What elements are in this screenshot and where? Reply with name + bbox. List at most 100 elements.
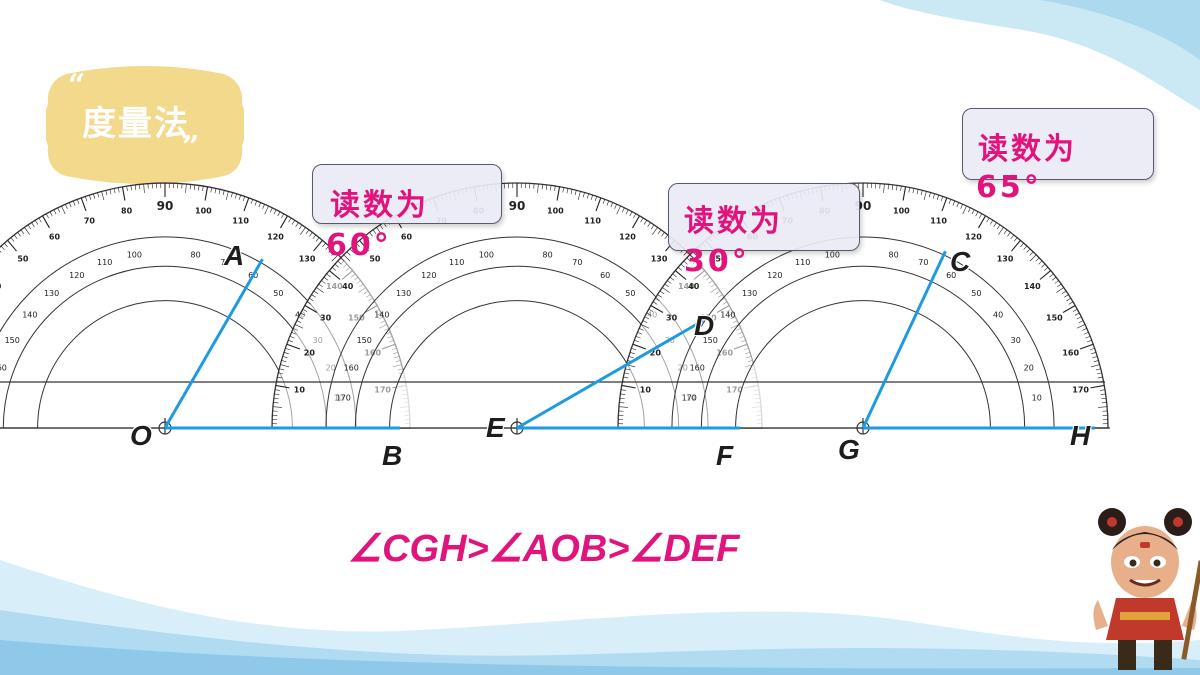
- protractor-tick: [285, 347, 291, 351]
- protractor-tick: [45, 213, 49, 219]
- protractor-scale-label: 140: [22, 311, 37, 320]
- protractor-tick: [640, 217, 644, 223]
- protractor-tick: [902, 186, 907, 201]
- protractor-tick: [1066, 297, 1071, 302]
- protractor-tick: [65, 204, 68, 209]
- protractor-tick: [550, 185, 552, 191]
- protractor-scale-label: 70: [220, 258, 230, 267]
- protractor-scale-label: 120: [965, 233, 982, 242]
- protractor-scale-label: 120: [767, 271, 782, 280]
- protractor-tick: [662, 287, 670, 293]
- protractor-scale-label: 110: [930, 216, 947, 225]
- protractor-scale-label: 30: [666, 314, 678, 323]
- protractor-tick: [328, 270, 341, 280]
- point-o-label: O: [130, 420, 152, 451]
- protractor-tick: [313, 239, 323, 252]
- protractor-tick: [89, 194, 92, 200]
- protractor-tick: [331, 267, 337, 271]
- protractor-tick: [1101, 397, 1107, 400]
- protractor-scale-label: 130: [44, 289, 59, 298]
- protractor-tick: [185, 183, 187, 193]
- protractor-scale-label: 80: [191, 250, 201, 259]
- protractor-tick: [644, 316, 650, 320]
- protractor-tick: [1076, 324, 1086, 329]
- protractor-tick: [1089, 347, 1095, 351]
- protractor-scale-label: 100: [479, 250, 494, 259]
- protractor-tick: [318, 283, 324, 288]
- protractor-tick: [650, 305, 664, 313]
- protractor-tick: [27, 224, 32, 230]
- protractor-tick: [680, 263, 685, 268]
- protractor-tick: [298, 224, 303, 230]
- protractor-tick: [1041, 263, 1046, 268]
- protractor-tick: [84, 196, 88, 202]
- protractor-tick: [274, 393, 280, 395]
- protractor-tick: [1099, 389, 1106, 391]
- protractor-tick: [189, 184, 191, 190]
- protractor-tick: [900, 185, 902, 192]
- protractor-tick: [664, 234, 669, 240]
- protractor-tick: [282, 356, 288, 359]
- protractor-tick: [633, 213, 637, 219]
- protractor-tick: [262, 204, 265, 209]
- protractor-tick: [639, 328, 644, 331]
- protractor-tick: [105, 190, 108, 196]
- protractor-scale-label: 120: [69, 271, 84, 280]
- protractor-tick: [1086, 339, 1092, 343]
- protractor-tick: [225, 191, 229, 201]
- protractor-tick: [594, 196, 598, 202]
- protractor-scale-label: 150: [1046, 314, 1063, 323]
- protractor-tick: [595, 197, 602, 212]
- protractor-scale-label: 50: [971, 289, 981, 298]
- protractor-scale-label: 20: [1024, 364, 1034, 373]
- ray-ed: [516, 319, 704, 430]
- protractor-scale-label: 160: [344, 364, 359, 373]
- callout-cgh-value: 65°: [976, 170, 1042, 205]
- protractor-tick: [1098, 406, 1108, 408]
- protractor-tick: [273, 209, 277, 215]
- protractor-tick: [912, 188, 915, 194]
- protractor-tick: [322, 242, 326, 248]
- protractor-tick: [273, 397, 279, 400]
- protractor-tick: [1049, 273, 1054, 278]
- protractor-scale-label: 140: [720, 311, 735, 320]
- protractor-tick: [677, 267, 683, 271]
- protractor-tick: [635, 335, 641, 339]
- protractor-tick: [234, 193, 237, 199]
- protractor-tick: [614, 204, 617, 209]
- protractor-tick: [648, 308, 654, 312]
- protractor-tick: [1096, 372, 1102, 375]
- protractor-tick: [291, 220, 296, 225]
- callout-aob-value: 60°: [326, 228, 392, 263]
- protractor-tick: [313, 290, 319, 295]
- protractor-tick: [661, 232, 665, 237]
- protractor-tick: [264, 205, 269, 215]
- protractor-tick: [1011, 239, 1021, 252]
- protractor-tick: [616, 205, 621, 215]
- protractor-tick: [634, 339, 640, 343]
- protractor-scale-label: 40: [688, 282, 700, 291]
- protractor-tick: [365, 234, 370, 240]
- protractor-tick: [621, 384, 636, 389]
- protractor-tick: [1039, 270, 1052, 280]
- protractor-tick: [562, 187, 565, 193]
- protractor-scale-label: 30: [1011, 336, 1021, 345]
- protractor-tick: [31, 222, 35, 227]
- protractor-scale-label: 70: [572, 258, 582, 267]
- protractor-tick: [288, 339, 294, 343]
- protractor-scale-label: 20: [650, 348, 662, 357]
- protractor-tick: [80, 197, 87, 212]
- protractor-tick: [305, 229, 310, 235]
- protractor-tick: [664, 283, 670, 288]
- protractor-tick: [126, 185, 128, 192]
- protractor-tick: [674, 270, 687, 280]
- protractor-scale-label: 160: [0, 364, 7, 373]
- protractor-tick: [61, 205, 66, 215]
- protractor-tick: [1029, 251, 1034, 256]
- protractor-tick: [323, 276, 329, 281]
- protractor-tick: [956, 202, 960, 208]
- callout-def-label: 读数为: [684, 204, 783, 239]
- protractor-tick: [586, 193, 589, 199]
- protractor-tick: [1093, 360, 1099, 363]
